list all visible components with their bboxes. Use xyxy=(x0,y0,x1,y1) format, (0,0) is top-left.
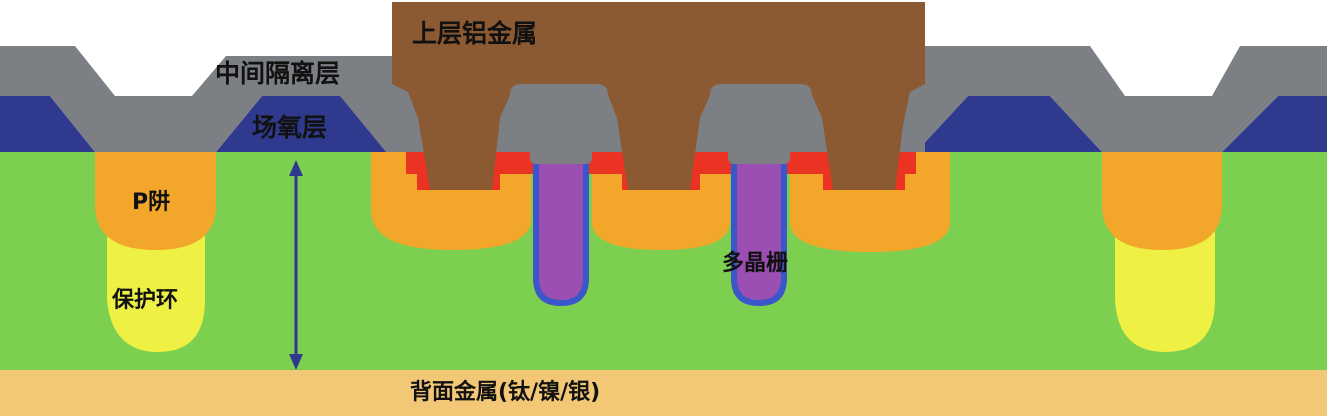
thickness-arrow xyxy=(289,160,303,370)
field-oxide-layer xyxy=(0,96,95,152)
guard-ring-label: 保护环 xyxy=(111,288,178,313)
interlayer-dielectric-left xyxy=(0,46,392,152)
p-well-left xyxy=(95,152,216,250)
back-metal-label: 背面金属(钛/镍/银) xyxy=(410,379,600,405)
p-well-right xyxy=(1102,152,1222,250)
gate-cap-2 xyxy=(728,140,790,164)
field-oxide-right xyxy=(916,96,1102,152)
poly-gate-label: 多晶栅 xyxy=(722,250,788,276)
gate-cap-1 xyxy=(530,140,592,164)
poly-gate-1 xyxy=(539,150,583,300)
top-metal-label: 上层铝金属 xyxy=(412,19,537,48)
poly-gate-2 xyxy=(737,150,781,300)
interlayer-dielectric-right xyxy=(916,46,1327,152)
top-metal-layer xyxy=(392,2,925,190)
p-well-label: P阱 xyxy=(132,190,170,215)
field-oxide-left-bump xyxy=(216,96,396,152)
field-oxide-label: 场氧层 xyxy=(252,113,327,142)
back-metal-layer xyxy=(0,370,1327,416)
field-oxide-right-2 xyxy=(1222,96,1327,152)
interlayer-dielectric-label: 中间隔离层 xyxy=(215,59,340,88)
